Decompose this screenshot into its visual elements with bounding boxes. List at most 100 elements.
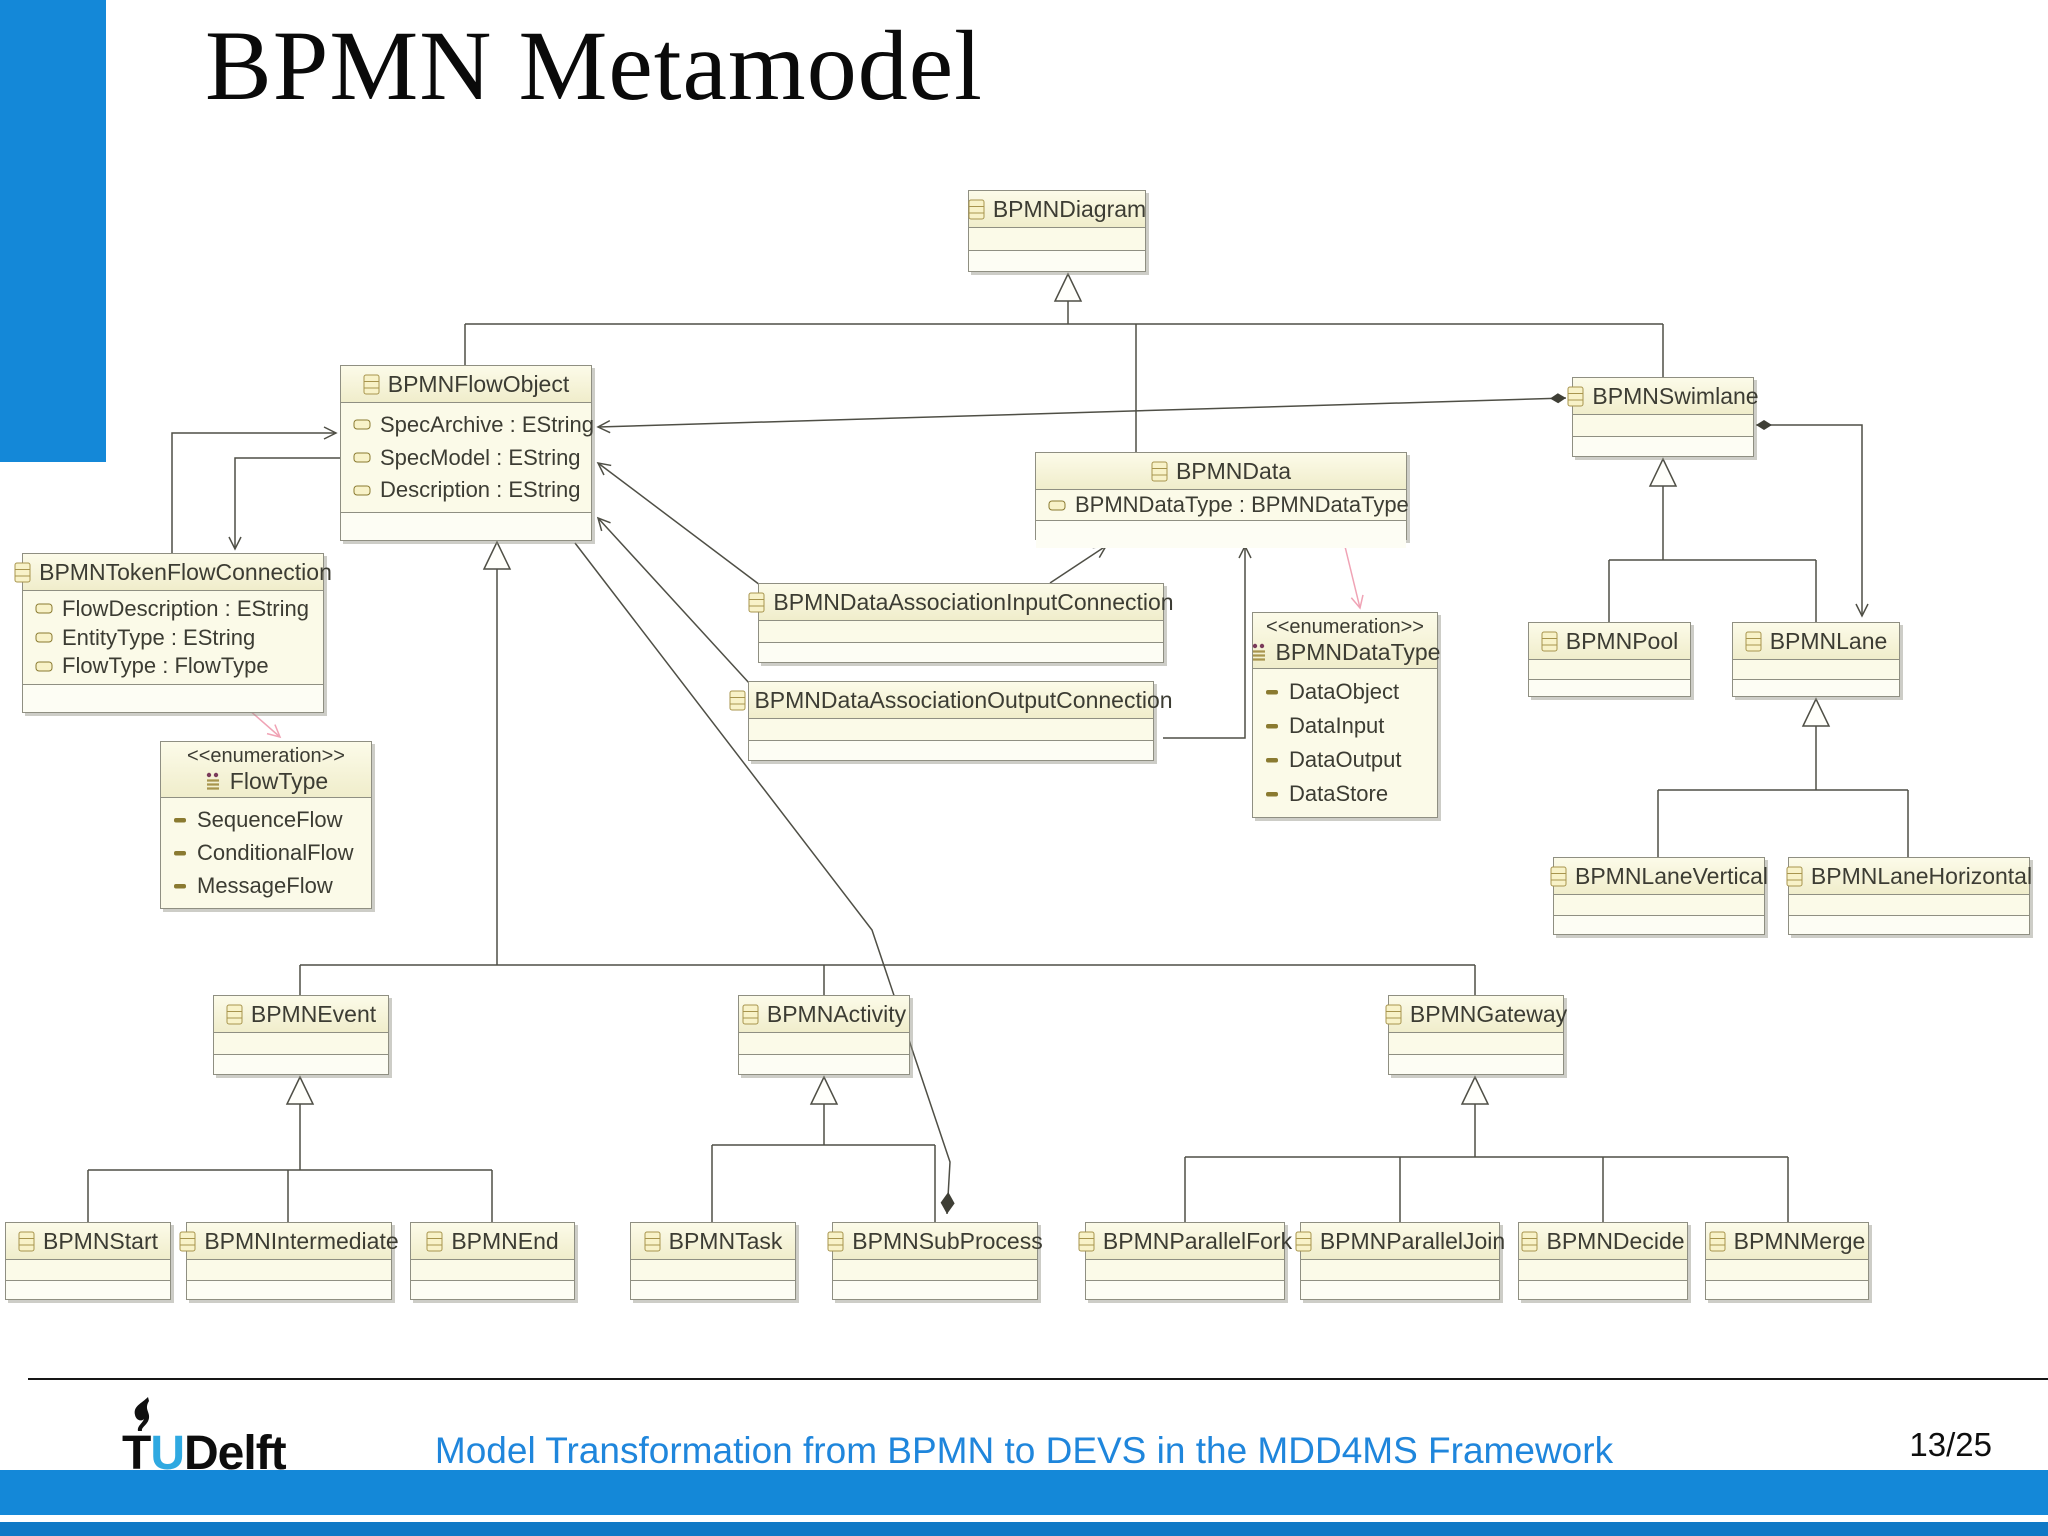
class-name-label: BPMNEvent bbox=[250, 1000, 377, 1027]
attributes-compartment bbox=[214, 1032, 388, 1055]
class-title-row: BPMNGateway bbox=[1385, 1001, 1567, 1028]
operations-compartment bbox=[1301, 1280, 1499, 1299]
left-accent-bar bbox=[0, 0, 106, 462]
subprocess-flowobject-composition bbox=[574, 542, 955, 1215]
attribute-icon bbox=[353, 485, 371, 496]
operations-compartment bbox=[1789, 915, 2029, 934]
enum-literal-icon bbox=[1265, 723, 1280, 730]
class-title-row: BPMNStart bbox=[12, 1228, 164, 1255]
attribute-label: SpecArchive : EString bbox=[380, 411, 594, 437]
attribute: SpecModel : EString bbox=[341, 445, 591, 471]
stereotype-label: <<enumeration>> bbox=[1266, 616, 1424, 638]
class-icon bbox=[729, 690, 746, 711]
class-title-row: BPMNDataAssociationInputConnection bbox=[748, 589, 1174, 616]
class-icon bbox=[1078, 1231, 1095, 1252]
class-icon bbox=[742, 1004, 759, 1025]
class-title-row: BPMNLaneHorizontal bbox=[1786, 863, 2032, 890]
class-title-row: BPMNDataType bbox=[1252, 639, 1440, 666]
enum-literal-label: DataInput bbox=[1289, 713, 1385, 738]
enum-icon bbox=[1250, 642, 1268, 663]
class-icon bbox=[1541, 631, 1558, 652]
flowobject-to-tokenflow bbox=[228, 457, 340, 551]
class-name-label: BPMNTask bbox=[668, 1227, 783, 1254]
enum-literal: ConditionalFlow bbox=[161, 840, 371, 866]
enum-literal-icon bbox=[173, 817, 188, 824]
class-bpmnlanevertical: BPMNLaneVertical bbox=[1550, 857, 1768, 935]
operations-compartment bbox=[1086, 1280, 1284, 1299]
class-bpmngateway: BPMNGateway bbox=[1385, 995, 1567, 1075]
class-name-label: BPMNLaneHorizontal bbox=[1810, 862, 2033, 889]
class-title-row: BPMNSubProcess bbox=[827, 1228, 1043, 1255]
class-name-label: BPMNSubProcess bbox=[852, 1227, 1043, 1254]
gen-lane-triangle bbox=[1801, 697, 1831, 727]
class-icon bbox=[827, 1231, 844, 1252]
attribute: FlowType : FlowType bbox=[23, 653, 323, 679]
class-header: BPMNEvent bbox=[214, 996, 388, 1032]
attribute-icon bbox=[35, 603, 53, 614]
class-name-label: BPMNLaneVertical bbox=[1574, 862, 1769, 889]
operations-compartment bbox=[1529, 678, 1690, 696]
operations-compartment bbox=[1389, 1054, 1563, 1074]
attribute-icon bbox=[35, 632, 53, 643]
class-icon bbox=[1550, 866, 1567, 887]
page-number: 13/25 bbox=[1909, 1426, 1992, 1463]
class-name-label: BPMNActivity bbox=[766, 1000, 907, 1027]
class-bpmnevent: BPMNEvent bbox=[213, 995, 389, 1075]
operations-compartment bbox=[341, 512, 591, 540]
attributes-compartment bbox=[759, 620, 1163, 643]
class-header: BPMNTokenFlowConnection bbox=[14, 554, 332, 590]
class-header: BPMNLaneHorizontal bbox=[1786, 858, 2032, 894]
class-bpmnpool: BPMNPool bbox=[1528, 622, 1691, 697]
class-header: BPMNParallelFork bbox=[1078, 1223, 1292, 1259]
class-header: BPMNDataAssociationOutputConnection bbox=[729, 682, 1173, 718]
footer-divider bbox=[28, 1378, 2048, 1380]
class-bpmnparallelfork: BPMNParallelFork bbox=[1078, 1222, 1292, 1300]
class-icon bbox=[968, 199, 985, 220]
gen-activity-triangle bbox=[809, 1075, 839, 1105]
class-title-row: BPMNParallelFork bbox=[1078, 1228, 1292, 1255]
enum-literal-label: DataObject bbox=[1289, 679, 1400, 704]
class-name-label: BPMNPool bbox=[1565, 627, 1679, 654]
operations-compartment bbox=[1573, 436, 1753, 456]
class-header: BPMNActivity bbox=[739, 996, 909, 1032]
inputconnection-to-flowobject bbox=[596, 461, 761, 586]
class-header: BPMNParallelJoin bbox=[1295, 1223, 1505, 1259]
class-name-label: BPMNDataAssociationOutputConnection bbox=[754, 686, 1173, 713]
class-name-label: BPMNFlowObject bbox=[387, 370, 570, 397]
class-bpmnswimlane: BPMNSwimlane bbox=[1567, 377, 1759, 457]
attributes-compartment bbox=[1301, 1259, 1499, 1281]
class-bpmnactivity: BPMNActivity bbox=[738, 995, 910, 1075]
class-name-label: FlowType bbox=[229, 768, 329, 794]
class-header: BPMNGateway bbox=[1385, 996, 1567, 1032]
enum-literal: DataOutput bbox=[1253, 747, 1437, 773]
enum-literal-icon bbox=[1265, 757, 1280, 764]
class-header: BPMNDataAssociationInputConnection bbox=[748, 584, 1174, 620]
operations-compartment bbox=[739, 1054, 909, 1074]
class-bpmnlanehorizontal: BPMNLaneHorizontal bbox=[1786, 857, 2032, 935]
inputconnection-to-data bbox=[1049, 545, 1108, 584]
class-icon bbox=[226, 1004, 243, 1025]
class-name-label: BPMNDiagram bbox=[992, 195, 1147, 222]
class-bpmnsubprocess: BPMNSubProcess bbox=[827, 1222, 1043, 1300]
enum-literal-label: MessageFlow bbox=[197, 873, 333, 898]
attribute-icon bbox=[353, 419, 371, 430]
class-bpmnparalleljoin: BPMNParallelJoin bbox=[1295, 1222, 1505, 1300]
class-title-row: BPMNLaneVertical bbox=[1550, 863, 1768, 890]
enum-literal-icon bbox=[173, 850, 188, 857]
attributes-compartment: BPMNDataType : BPMNDataType bbox=[1036, 489, 1409, 520]
operations-compartment bbox=[187, 1280, 391, 1299]
operations-compartment bbox=[6, 1280, 170, 1299]
attributes-compartment bbox=[1529, 659, 1690, 679]
class-bpmnmerge: BPMNMerge bbox=[1705, 1222, 1869, 1300]
class-bpmndataassociationinputconnection: BPMNDataAssociationInputConnection bbox=[748, 583, 1174, 663]
enum-literal-icon bbox=[1265, 791, 1280, 798]
class-title-row: BPMNSwimlane bbox=[1567, 383, 1759, 410]
class-title-row: BPMNParallelJoin bbox=[1295, 1228, 1505, 1255]
class-name-label: BPMNLane bbox=[1769, 627, 1888, 654]
stereotype-label: <<enumeration>> bbox=[187, 745, 345, 767]
